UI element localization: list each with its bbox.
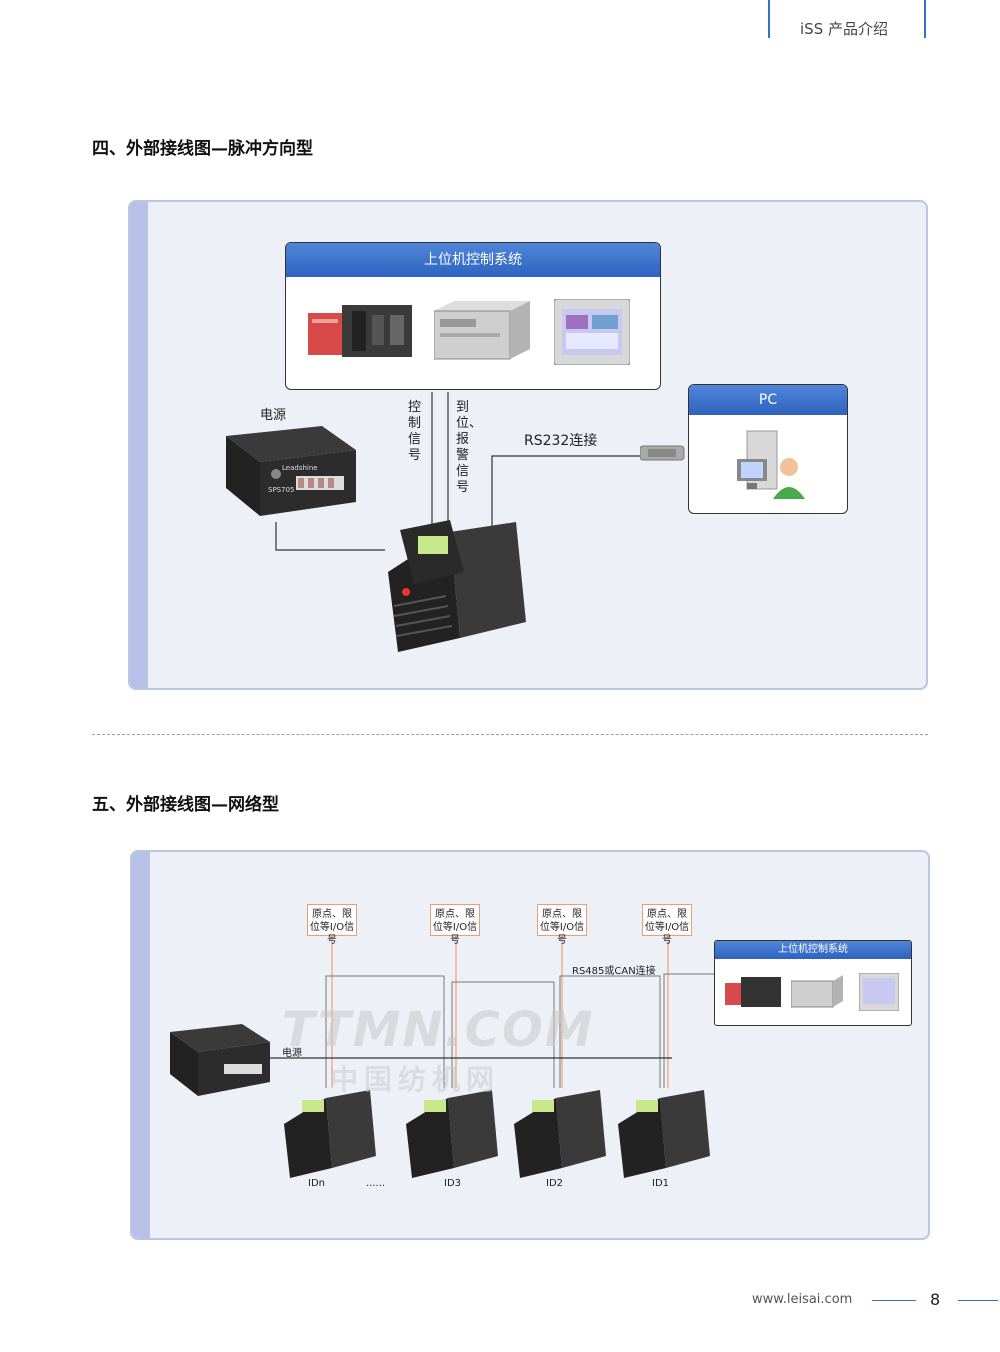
industrial-pc-icon (434, 301, 530, 360)
header-rule-left (768, 0, 770, 38)
power-label: 电源 (260, 408, 287, 423)
host-control-title: 上位机控制系统 (286, 243, 660, 277)
pc-title: PC (689, 385, 847, 415)
plc-icon (308, 305, 412, 357)
header-rule-right (924, 0, 926, 38)
motor-id3-icon (406, 1090, 498, 1178)
motor-id-label-id1: ID1 (652, 1178, 670, 1189)
footer-url: www.leisai.com (752, 1292, 853, 1307)
power-supply-icon-2 (170, 1024, 270, 1096)
section-divider (92, 734, 928, 735)
panel-stripe (130, 202, 148, 688)
rs232-connector-icon (640, 445, 685, 461)
touchscreen-icon-2 (859, 973, 899, 1011)
motor-id-label-idn: IDn (308, 1178, 325, 1189)
driver-model: SPS705 (268, 486, 295, 494)
power-supply-icon (226, 426, 356, 516)
section4-title: 四、外部接线图—脉冲方向型 (92, 139, 313, 159)
pc-box: PC (688, 384, 848, 514)
industrial-pc-icon-2 (791, 975, 843, 1008)
host-control-title-2: 上位机控制系统 (715, 941, 911, 959)
driver-brand: Leadshine (282, 464, 318, 472)
section5-panel: 原点、限位等I/O信号 原点、限位等I/O信号 原点、限位等I/O信号 原点、限… (130, 850, 930, 1240)
header-title: iSS 产品介绍 (800, 20, 888, 38)
section5-title: 五、外部接线图—网络型 (92, 795, 279, 815)
host-control-box: 上位机控制系统 (285, 242, 661, 390)
rs232-label: RS232连接 (524, 433, 598, 449)
io-signal-box-4: 原点、限位等I/O信号 (642, 904, 692, 946)
motor-id-label-id2: ID2 (546, 1178, 564, 1189)
motor-id2-icon (514, 1090, 606, 1178)
integrated-servo-motor-icon (388, 520, 526, 652)
watermark-text: TTMN.COM (282, 1002, 595, 1058)
pc-user-icon (737, 430, 805, 499)
plc-icon-2 (725, 977, 781, 1007)
bus-label: RS485或CAN连接 (572, 966, 656, 977)
motor-id-label-id3: ID3 (444, 1178, 462, 1189)
host-control-box-2: 上位机控制系统 (714, 940, 912, 1026)
control-signal-label: 控制信号 (408, 400, 422, 463)
io-signal-box-1: 原点、限位等I/O信号 (307, 904, 357, 946)
status-signal-label: 到位、报警信号 (456, 400, 483, 495)
footer-line-right (958, 1300, 998, 1301)
page-number: 8 (930, 1290, 941, 1309)
footer-line-left (872, 1300, 916, 1301)
section5-wiring (270, 936, 714, 1088)
watermark-text-cn: 中国纺机网 (330, 1063, 501, 1096)
touchscreen-icon (554, 299, 630, 365)
power-label-2: 电源 (282, 1048, 302, 1059)
motor-id1-icon (618, 1090, 710, 1178)
panel-stripe-2 (132, 852, 150, 1238)
motor-idn-icon (284, 1090, 376, 1178)
section4-panel: 上位机控制系统 电源 (128, 200, 928, 690)
motor-ellipsis: ...... (366, 1178, 386, 1189)
io-signal-box-3: 原点、限位等I/O信号 (537, 904, 587, 946)
io-signal-box-2: 原点、限位等I/O信号 (430, 904, 480, 946)
section4-wiring (275, 392, 640, 551)
